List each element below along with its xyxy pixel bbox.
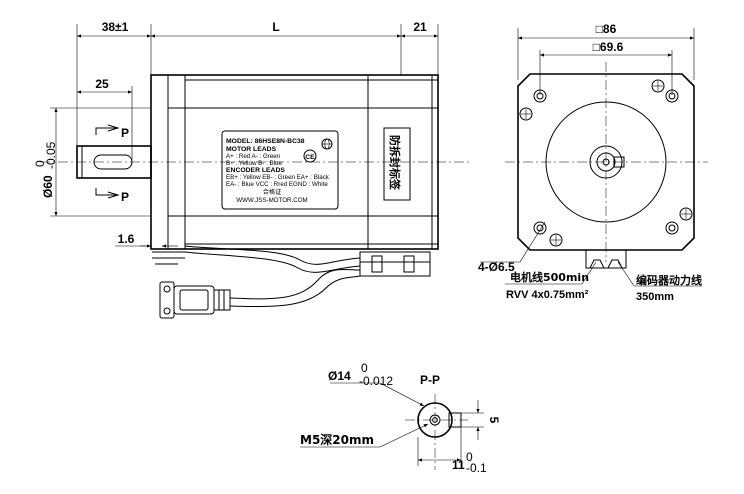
dim-holes: 4-Ø6.5 — [478, 260, 515, 274]
dim-body-length: L — [272, 20, 279, 34]
dim-pilot-tol-lower: -0.05 — [44, 141, 58, 169]
dim-shaft-tol-lower: -0.012 — [359, 374, 393, 388]
dim-pilot-dia: Ø60 — [41, 175, 55, 198]
nameplate — [221, 130, 339, 210]
nameplate-website: WWW.JSS-MOTOR.COM — [236, 197, 307, 204]
dim-key-width: 5 — [487, 417, 501, 424]
anti-tamper-label — [383, 127, 411, 201]
dim-square-holes: □69.6 — [593, 40, 624, 54]
section-title: P-P — [420, 373, 440, 387]
section-mark-bottom: P — [121, 190, 129, 204]
dim-key-length: 25 — [95, 77, 109, 91]
dim-shaft-dia: Ø14 — [328, 369, 351, 383]
dim-pilot-tol-upper: 0 — [33, 160, 47, 167]
nameplate-row3: EB+ : Yellow EB- : Green EA+ : Black — [226, 174, 330, 181]
anti-tamper-text: 防拆封标签 — [388, 135, 402, 191]
nameplate-row2: B+ : Yellow B- : Blue — [226, 160, 282, 167]
dim-shaft-length: 38±1 — [102, 20, 129, 34]
front-view: □86 □69.6 — [478, 22, 708, 303]
section-mark-top: P — [121, 126, 129, 140]
encoder-cable-label: 编码器动力线 — [636, 273, 702, 287]
nameplate-model: MODEL: 86HSE8N-BC38 — [226, 138, 305, 145]
ce-mark-circle — [303, 149, 317, 163]
dim-rear-length: 21 — [413, 20, 427, 34]
ce-mark: CE — [305, 154, 315, 161]
nameplate-row4: EA- : Blue VCC : Rred EGND : White — [226, 181, 328, 188]
dim-key-tol-lower: -0.1 — [466, 461, 487, 475]
dim-shaft-tol-upper: 0 — [361, 361, 368, 375]
motor-cable-label: 电机线500min — [510, 270, 589, 284]
nameplate-motor-leads: MOTOR LEADS — [226, 146, 277, 153]
db-connector — [159, 281, 231, 319]
dim-key-tol-upper: 0 — [466, 450, 473, 464]
dim-square-outer: □86 — [596, 22, 617, 36]
dim-thread: M5深20mm — [300, 432, 374, 447]
side-view: 38±1 L 21 25 Ø60 0 - — [33, 20, 470, 319]
section-view: P-P Ø14 0 -0.012 M5深20mm 11 0 -0.1 5 — [300, 361, 501, 475]
dim-key-height: 11 — [452, 458, 465, 472]
encoder-cable-length: 350mm — [636, 291, 674, 303]
motor-cable-spec: RVV 4x0.75mm² — [506, 289, 589, 301]
nameplate-encoder-leads: ENCODER LEADS — [226, 167, 285, 174]
nameplate-cert: 合格证 — [263, 188, 282, 196]
nameplate-row1: A+ : Red A- : Green — [226, 153, 281, 160]
dim-flange-thk: 1.6 — [118, 232, 135, 246]
